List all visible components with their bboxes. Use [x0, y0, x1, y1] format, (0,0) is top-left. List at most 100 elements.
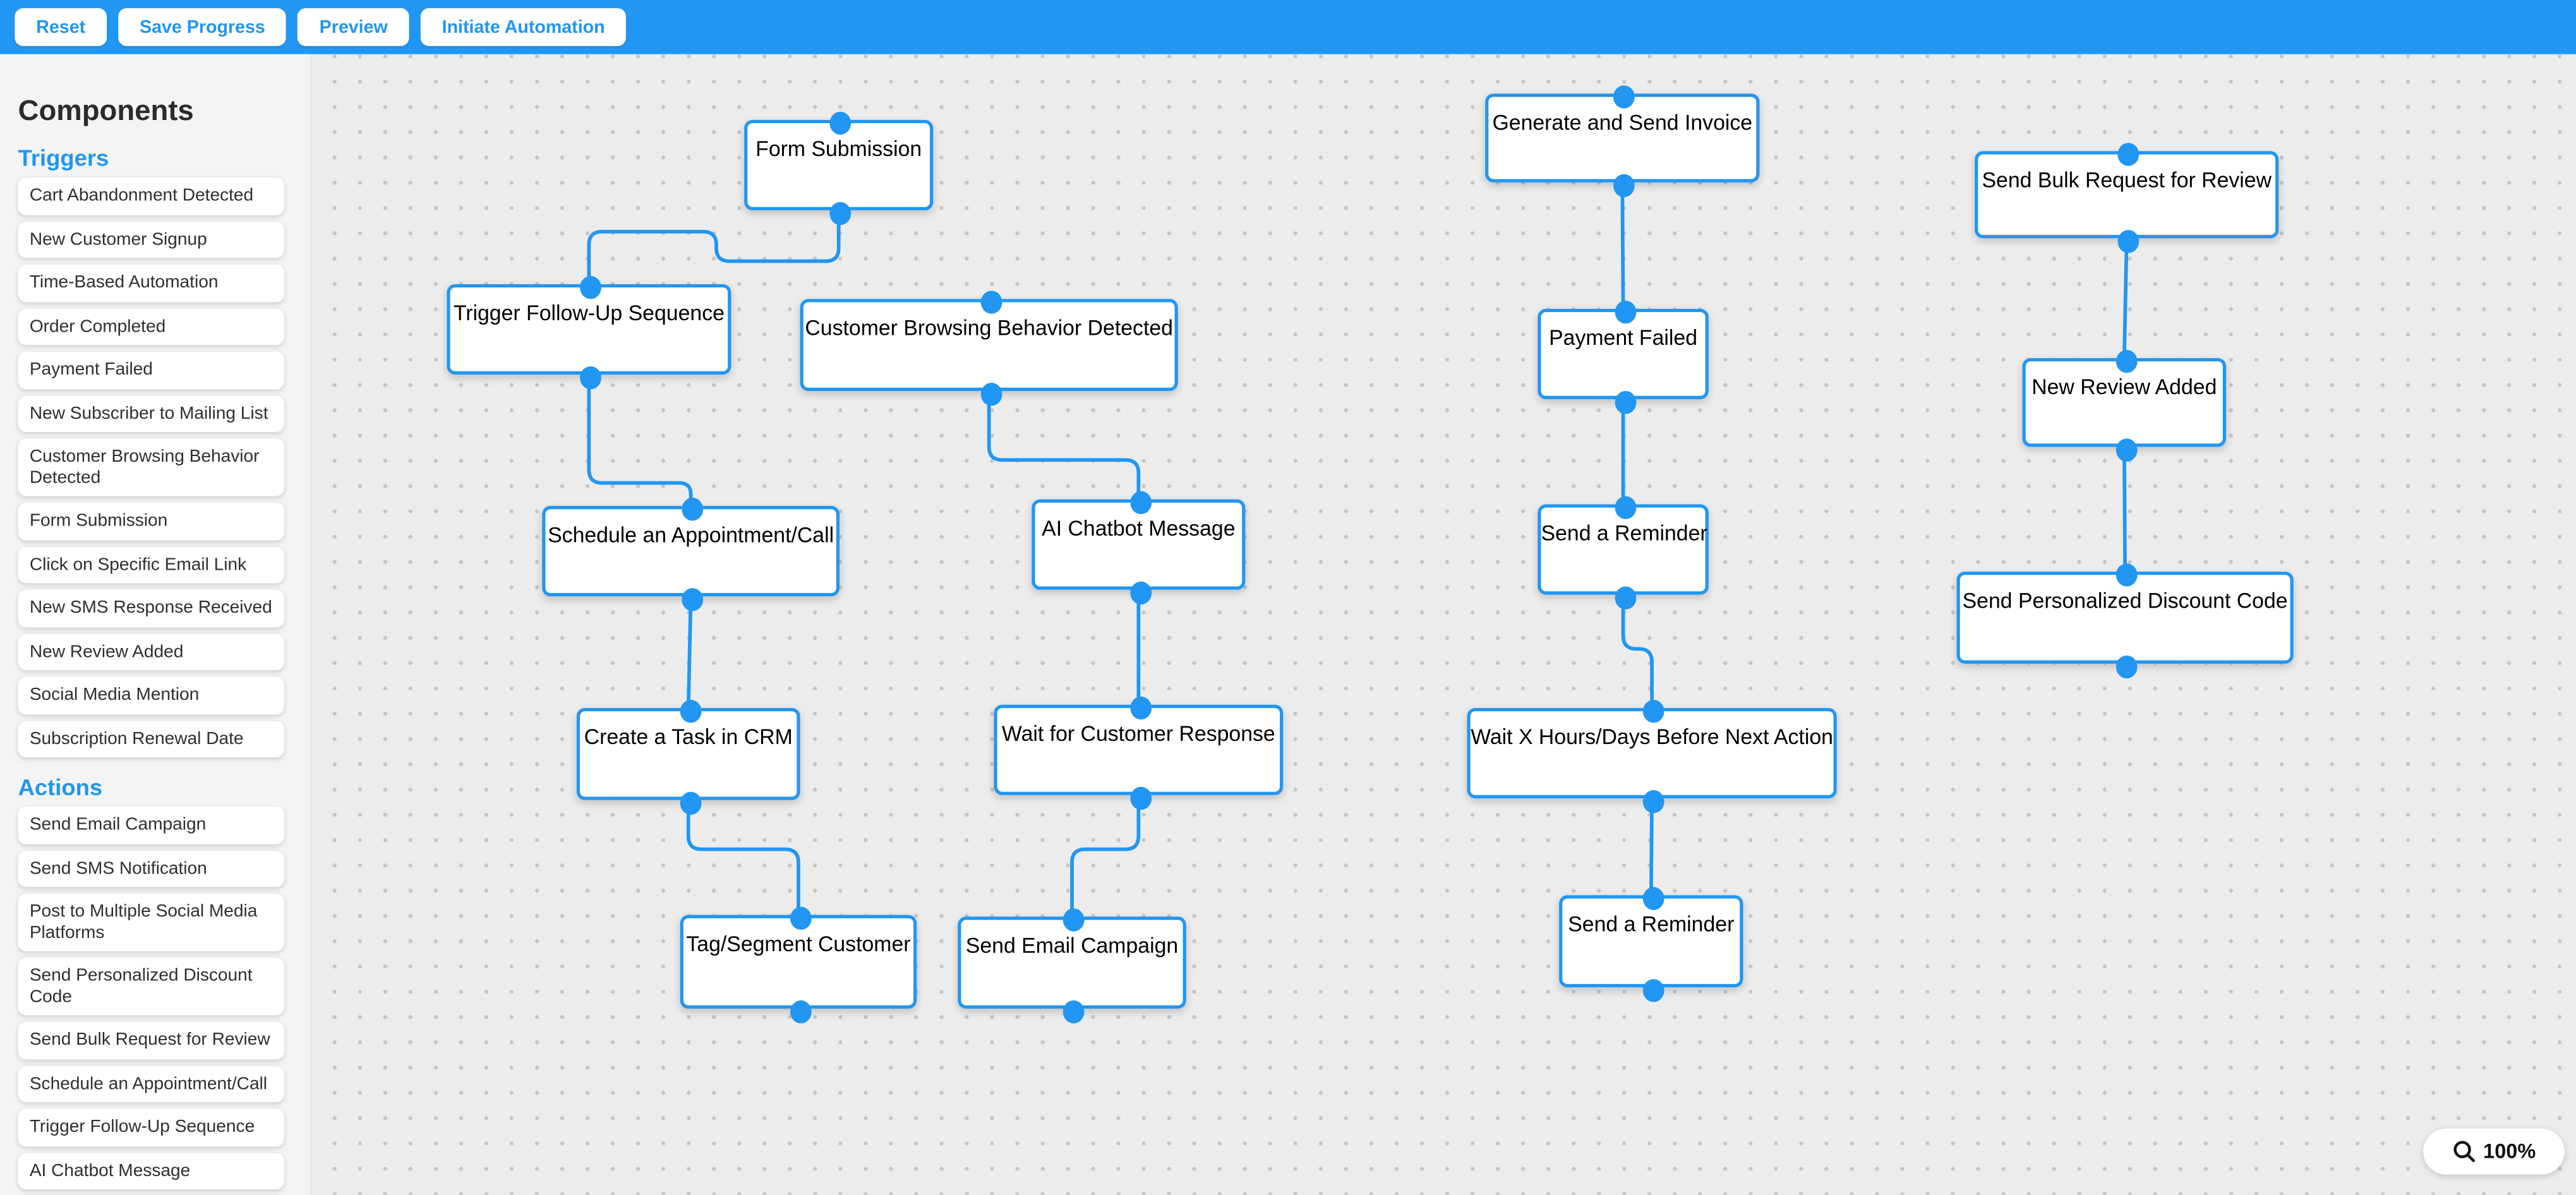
- connector-handle-top[interactable]: [1129, 490, 1151, 513]
- flow-node-trigger-follow-up[interactable]: Trigger Follow-Up Sequence: [447, 275, 731, 389]
- toolbar: Reset Save Progress Preview Initiate Automa…: [0, 0, 2576, 54]
- node-label: Send Bulk Request for Review: [1982, 167, 2272, 193]
- flow-edge-send-reminder-1-to-wait-x-hours: [1621, 594, 1654, 708]
- component-item[interactable]: Payment Failed: [18, 351, 284, 389]
- node-label: New Review Added: [2031, 374, 2217, 399]
- component-item[interactable]: Send Email Campaign: [18, 806, 284, 844]
- node-label: AI Chatbot Message: [1042, 515, 1236, 541]
- connector-handle-bottom[interactable]: [1642, 789, 1664, 813]
- connector-handle-top[interactable]: [1129, 695, 1151, 719]
- connector-handle-bottom[interactable]: [1614, 585, 1636, 609]
- connector-handle-bottom[interactable]: [679, 791, 701, 814]
- flow-node-send-reminder-2[interactable]: Send a Reminder: [1559, 886, 1743, 1002]
- connector-handle-bottom[interactable]: [1062, 999, 1085, 1023]
- component-item[interactable]: Click on Specific Email Link: [18, 546, 284, 584]
- flow-node-generate-invoice[interactable]: Generate and Send Invoice: [1485, 84, 1760, 196]
- flow-edge-new-review-added-to-send-discount-code: [2122, 447, 2127, 572]
- reset-button[interactable]: Reset: [15, 8, 107, 46]
- connector-handle-bottom[interactable]: [682, 587, 704, 611]
- flow-node-send-email[interactable]: Send Email Campaign: [958, 907, 1186, 1023]
- connector-handle-bottom[interactable]: [1642, 978, 1664, 1002]
- connector-handle-bottom[interactable]: [1129, 580, 1151, 604]
- connector-handle-top[interactable]: [1062, 907, 1085, 931]
- connector-handle-bottom[interactable]: [1129, 786, 1151, 809]
- connector-handle-top[interactable]: [1614, 299, 1636, 323]
- component-item[interactable]: Social Media Mention: [18, 676, 284, 714]
- initiate-automation-button[interactable]: Initiate Automation: [420, 8, 627, 46]
- connector-handle-top[interactable]: [1613, 84, 1635, 108]
- connector-handle-top[interactable]: [679, 699, 701, 723]
- component-item[interactable]: New Subscriber to Mailing List: [18, 395, 284, 433]
- connector-handle-top[interactable]: [789, 906, 811, 929]
- flow-node-tag-segment[interactable]: Tag/Segment Customer: [680, 906, 917, 1023]
- component-item[interactable]: Customer Browsing Behavior Detected: [18, 438, 284, 496]
- section-title-actions: Actions: [18, 773, 103, 800]
- component-item[interactable]: New SMS Response Received: [18, 589, 284, 627]
- component-item[interactable]: Time-Based Automation: [18, 264, 284, 302]
- flow-node-wait-x-hours[interactable]: Wait X Hours/Days Before Next Action: [1467, 699, 1837, 813]
- component-item[interactable]: Form Submission: [18, 502, 284, 540]
- zoom-control[interactable]: 100%: [2423, 1127, 2565, 1174]
- component-item[interactable]: Send Personalized Discount Code: [18, 958, 284, 1016]
- connector-handle-top[interactable]: [580, 275, 601, 299]
- flow-edge-send-bulk-review-to-new-review-added: [2122, 238, 2129, 359]
- zoom-level-label: 100%: [2483, 1139, 2536, 1163]
- save-progress-button[interactable]: Save Progress: [118, 8, 287, 46]
- component-item[interactable]: New Customer Signup: [18, 220, 284, 258]
- connector-handle-bottom[interactable]: [580, 365, 601, 389]
- connector-handle-bottom[interactable]: [2117, 229, 2140, 253]
- section-title-triggers: Triggers: [18, 144, 109, 171]
- connector-handle-top[interactable]: [980, 290, 1002, 313]
- flow-edge-trigger-follow-up-to-schedule-appointment: [587, 374, 693, 507]
- connector-handle-bottom[interactable]: [789, 999, 811, 1023]
- component-item[interactable]: Trigger Follow-Up Sequence: [18, 1108, 284, 1146]
- connector-handle-top[interactable]: [682, 496, 704, 520]
- connector-handle-top[interactable]: [1614, 495, 1636, 519]
- connector-handle-bottom[interactable]: [2115, 438, 2137, 461]
- connector-handle-bottom[interactable]: [1614, 390, 1636, 414]
- component-item[interactable]: Post to Multiple Social Media Platforms: [18, 893, 284, 951]
- node-label: Wait for Customer Response: [1001, 721, 1275, 746]
- component-item[interactable]: Schedule an Appointment/Call: [18, 1065, 284, 1103]
- node-label: Tag/Segment Customer: [686, 931, 911, 956]
- connector-handle-top[interactable]: [1642, 699, 1664, 723]
- flow-edge-wait-response-to-send-email: [1070, 795, 1141, 917]
- node-label: Payment Failed: [1549, 325, 1698, 350]
- node-label: Send a Reminder: [1541, 520, 1707, 546]
- flow-node-form-submission[interactable]: Form Submission: [744, 111, 934, 225]
- connector-handle-top[interactable]: [2117, 141, 2140, 165]
- component-item[interactable]: Subscription Renewal Date: [18, 720, 284, 757]
- component-item[interactable]: New Review Added: [18, 633, 284, 671]
- connector-handle-top[interactable]: [829, 111, 852, 134]
- flow-node-new-review-added[interactable]: New Review Added: [2022, 349, 2227, 461]
- component-item[interactable]: Send Bulk Request for Review: [18, 1021, 284, 1059]
- preview-button[interactable]: Preview: [298, 8, 409, 46]
- component-item[interactable]: Send SMS Notification: [18, 850, 284, 887]
- connector-handle-bottom[interactable]: [2116, 654, 2138, 678]
- node-label: Create a Task in CRM: [584, 724, 793, 749]
- connector-handle-top[interactable]: [1642, 886, 1664, 910]
- node-label: Send Personalized Discount Code: [1962, 588, 2288, 613]
- component-item[interactable]: Cart Abandonment Detected: [18, 177, 284, 215]
- flow-node-create-task-crm[interactable]: Create a Task in CRM: [576, 699, 800, 814]
- flow-node-send-bulk-review[interactable]: Send Bulk Request for Review: [1975, 141, 2279, 253]
- flow-node-ai-chatbot[interactable]: AI Chatbot Message: [1032, 490, 1246, 604]
- component-item[interactable]: Order Completed: [18, 308, 284, 345]
- connector-handle-bottom[interactable]: [980, 381, 1002, 405]
- flow-edge-browsing-behavior-to-ai-chatbot: [987, 390, 1141, 500]
- flow-node-wait-response[interactable]: Wait for Customer Response: [994, 695, 1284, 809]
- flow-node-send-reminder-1[interactable]: Send a Reminder: [1538, 495, 1709, 609]
- flow-node-browsing-behavior[interactable]: Customer Browsing Behavior Detected: [800, 290, 1178, 405]
- connector-handle-top[interactable]: [2116, 562, 2138, 586]
- connector-handle-bottom[interactable]: [1613, 173, 1635, 196]
- component-item[interactable]: AI Chatbot Message: [18, 1152, 284, 1189]
- connector-handle-bottom[interactable]: [829, 201, 852, 225]
- flow-node-send-discount-code[interactable]: Send Personalized Discount Code: [1956, 562, 2294, 678]
- flow-node-schedule-appointment[interactable]: Schedule an Appointment/Call: [542, 496, 840, 611]
- flow-edge-schedule-appointment-to-create-task-crm: [686, 596, 693, 709]
- connector-handle-top[interactable]: [2115, 349, 2137, 373]
- node-label: Form Submission: [755, 136, 922, 161]
- flow-edge-generate-invoice-to-payment-failed: [1620, 182, 1625, 309]
- flow-node-payment-failed[interactable]: Payment Failed: [1538, 299, 1709, 414]
